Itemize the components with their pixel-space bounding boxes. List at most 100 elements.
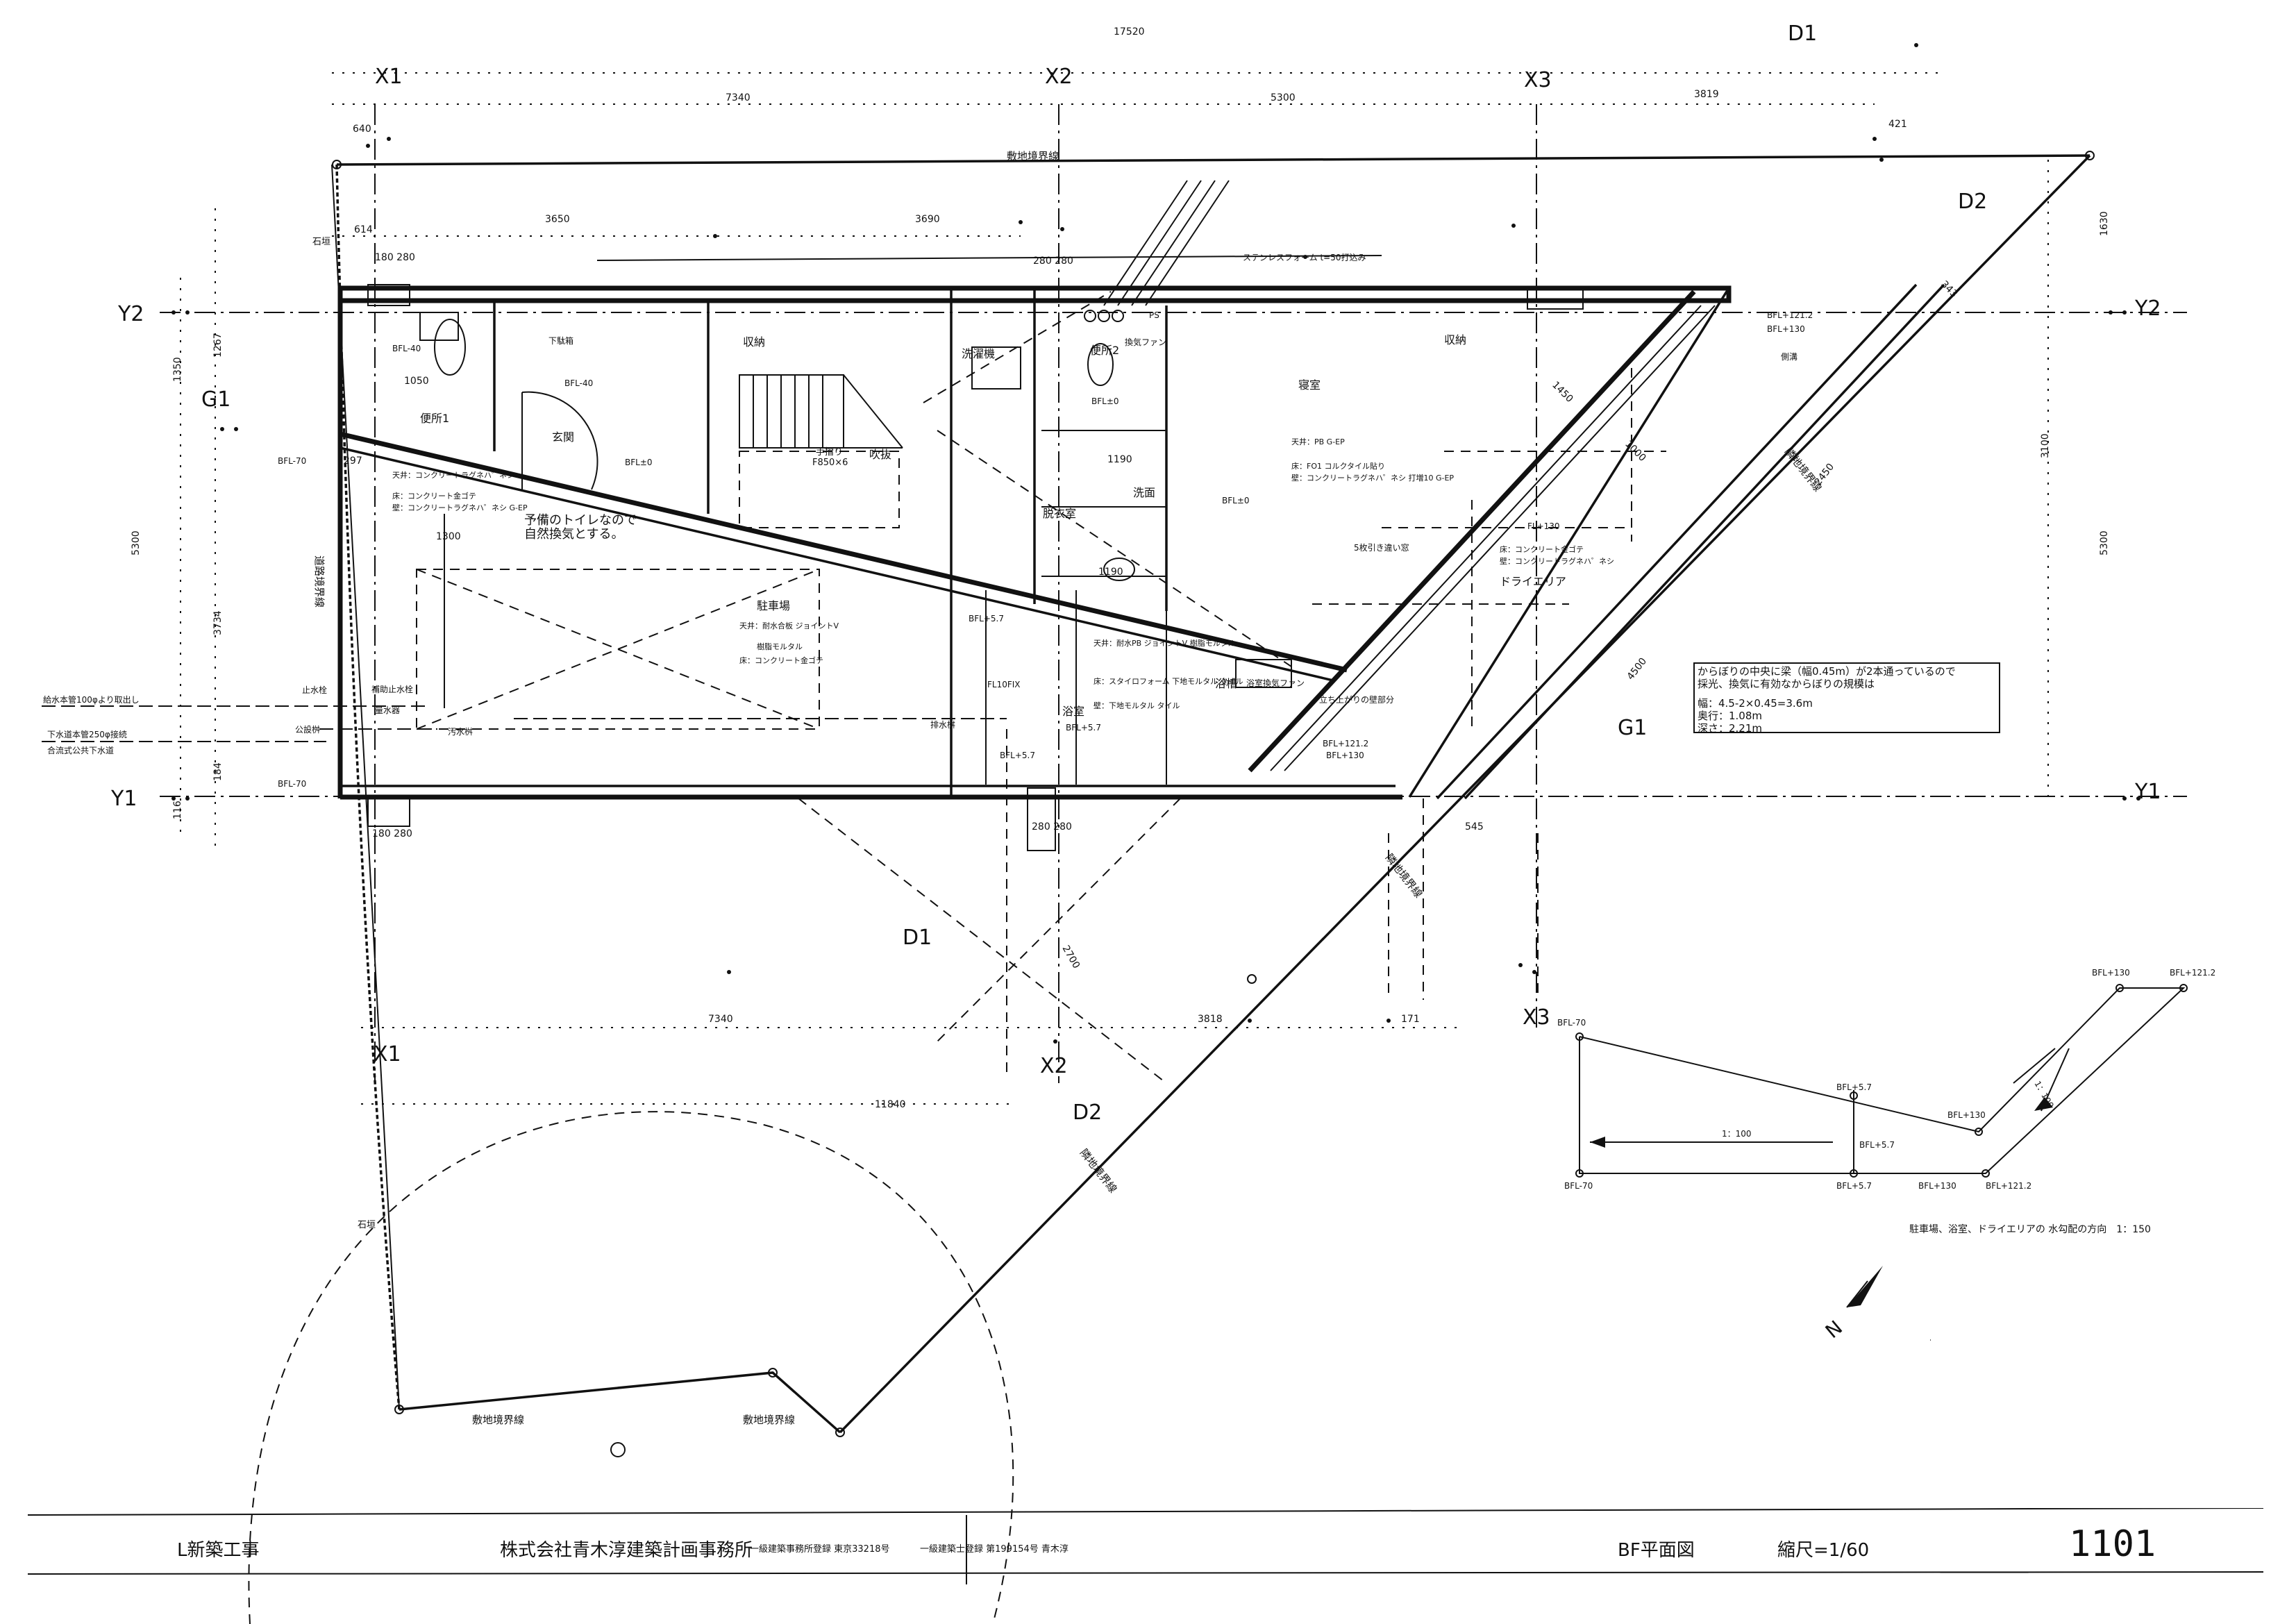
label-bfl-m70b: BFL-70 bbox=[278, 779, 306, 789]
note-bed-3: 壁：コンクリートラグネハ゜ネシ 打増10 G-EP bbox=[1291, 473, 1454, 483]
dim-1450: 1450 bbox=[1550, 380, 1575, 405]
room-ps: PS bbox=[1149, 310, 1159, 320]
dim-1630: 1630 bbox=[2099, 211, 2110, 236]
room-basin: 洗面 bbox=[1133, 486, 1155, 499]
dim-180-280-bottom: 180 280 bbox=[372, 828, 412, 839]
slope-bfl-130-r: BFL+130 bbox=[1947, 1110, 1986, 1120]
room-dressing: 脱衣室 bbox=[1043, 507, 1076, 520]
dim-5300-right: 5300 bbox=[2099, 530, 2110, 555]
label-stop-valve: 止水栓 bbox=[302, 685, 327, 695]
label-bfl-57a: BFL+5.7 bbox=[969, 614, 1004, 623]
note-park-3: 床：コンクリート金ゴテ bbox=[739, 655, 823, 665]
room-bedroom: 寝室 bbox=[1298, 378, 1321, 392]
room-drywell: ドライエリア bbox=[1500, 575, 1566, 588]
label-stone-wall-2: 石垣 bbox=[358, 1220, 376, 1230]
label-bfl-0c: BFL±0 bbox=[1222, 496, 1250, 505]
dim-184: 184 bbox=[212, 762, 224, 781]
grid-x1-top: X1 bbox=[375, 65, 403, 89]
box-line-3: 幅：4.5-2×0.45=3.6m bbox=[1698, 697, 1813, 710]
dim-545: 545 bbox=[1465, 821, 1484, 832]
label-bfl-0b: BFL±0 bbox=[1091, 396, 1119, 406]
label-spare-toilet-2: 自然換気とする。 bbox=[524, 527, 623, 542]
label-water-supply: 給水本管100φより取出し bbox=[43, 694, 140, 705]
dim-7340-bottom: 7340 bbox=[708, 1014, 733, 1025]
dim-116: 116 bbox=[172, 801, 183, 819]
dimension-dots bbox=[171, 43, 2140, 1044]
dim-280-280-top: 280 280 bbox=[1033, 256, 1073, 267]
grid-x3-bottom: X3 bbox=[1523, 1005, 1550, 1030]
grid-g1-left: G1 bbox=[201, 387, 231, 412]
dim-4500: 4500 bbox=[1625, 656, 1650, 683]
building-walls bbox=[337, 283, 1945, 851]
dim-1050: 1050 bbox=[404, 376, 429, 387]
grid-x2-top: X2 bbox=[1045, 65, 1073, 89]
dim-297: 297 bbox=[344, 455, 362, 467]
label-bfl-1212a: BFL+121.2 bbox=[1767, 310, 1813, 320]
grid-labels: X1 X2 X3 D1 D2 Y2 Y2 G1 G1 Y1 Y1 D1 X1 X… bbox=[110, 22, 2161, 1125]
dim-614: 614 bbox=[354, 224, 373, 235]
registration-office: 一級建築事務所登録 東京33218号 bbox=[750, 1544, 890, 1555]
room-toilet-1: 便所1 bbox=[420, 412, 449, 425]
stair bbox=[739, 374, 903, 449]
slope-bfl-1212-top: BFL+121.2 bbox=[2170, 968, 2215, 978]
dimension-lines bbox=[180, 72, 2049, 1105]
box-line-5: 深さ：2.21m bbox=[1698, 722, 1762, 735]
room-bath: 浴室 bbox=[1062, 705, 1084, 718]
slope-bfl-1212-bot: BFL+121.2 bbox=[1986, 1181, 2031, 1191]
room-labels: 収納 収納 洗濯機 便所1 便所2 玄関 下駄箱 吹抜 寝室 駐車場 脱衣室 浴… bbox=[420, 310, 1798, 718]
label-handrail: 手摺り bbox=[816, 447, 843, 458]
dim-421: 421 bbox=[1888, 119, 1907, 130]
note-ceil-1: 天井：コンクリートラグネハ゜ネシ bbox=[392, 470, 514, 480]
label-fan-2: 浴室換気ファン bbox=[1246, 678, 1305, 688]
dim-3650: 3650 bbox=[545, 214, 570, 225]
site-boundary bbox=[331, 151, 2095, 1457]
registration-architect: 一級建築士登録 第199154号 青木淳 bbox=[920, 1544, 1069, 1555]
drawing-number: 1101 bbox=[2069, 1523, 2156, 1565]
slope-bfl-57-bot: BFL+5.7 bbox=[1836, 1181, 1872, 1191]
label-flfix: FL10FIX bbox=[987, 680, 1021, 689]
note-bed-1: 天井：PB G-EP bbox=[1291, 437, 1345, 446]
title-block-lines bbox=[28, 1508, 2263, 1584]
fixtures bbox=[419, 310, 1292, 688]
slope-bfl-m70-bot: BFL-70 bbox=[1564, 1181, 1593, 1191]
project-name: L新築工事 bbox=[177, 1540, 260, 1561]
label-site-boundary-b1: 敷地境界線 bbox=[472, 1414, 524, 1426]
room-parking: 駐車場 bbox=[757, 599, 790, 612]
label-bfl-0a: BFL±0 bbox=[625, 458, 653, 467]
dim-11840: 11840 bbox=[875, 1099, 906, 1110]
room-toilet-2: 便所2 bbox=[1090, 344, 1119, 357]
room-storage-2: 収納 bbox=[1444, 333, 1466, 346]
grid-x1-bottom: X1 bbox=[374, 1042, 401, 1066]
box-line-4: 奥行：1.08m bbox=[1698, 710, 1762, 722]
label-bfl-130a: BFL+130 bbox=[1767, 324, 1805, 334]
dimension-text: 17520 7340 5300 3819 421 640 3650 3690 6… bbox=[131, 26, 2110, 1110]
dim-280-280-bottom: 280 280 bbox=[1032, 821, 1072, 832]
room-wash: 洗濯機 bbox=[962, 347, 995, 360]
label-aux-valve: 補助止水栓 bbox=[371, 684, 413, 694]
label-drain-pit: 排水桝 bbox=[930, 719, 955, 730]
drywell-note-box: からぼりの中央に梁（幅0.45m）が2本通っているので 採光、換気に有効なからぼ… bbox=[1693, 662, 2000, 735]
grid-y2-left: Y2 bbox=[117, 302, 144, 326]
office-name: 株式会社青木淳建築計画事務所 bbox=[500, 1540, 753, 1561]
dim-3819: 3819 bbox=[1694, 89, 1719, 100]
label-bfl-130b: BFL+130 bbox=[1326, 751, 1364, 760]
north-label: N bbox=[1821, 1316, 1847, 1343]
label-bfl-m40a: BFL-40 bbox=[392, 344, 421, 353]
label-adj-boundary-1: 隣地境界線 bbox=[1782, 445, 1824, 494]
slope-bfl-57-top: BFL+5.7 bbox=[1836, 1082, 1872, 1092]
dim-343: 343 bbox=[1938, 279, 1959, 300]
dim-1350: 1350 bbox=[172, 357, 183, 382]
dim-2700: 2700 bbox=[1060, 944, 1082, 971]
dim-3734: 3734 bbox=[212, 610, 224, 635]
annotation-labels: 敷地境界線 敷地境界線 敷地境界線 道路境界線 隣地境界線 隣地境界線 隣地境界… bbox=[43, 150, 1824, 1426]
grid-d2-top: D2 bbox=[1958, 190, 1987, 214]
label-sewer-1: 下水道本管250φ接続 bbox=[47, 729, 127, 739]
label-stainless: ステンレスフォーム t=50打込み bbox=[1243, 253, 1366, 262]
slope-bfl-130-bot: BFL+130 bbox=[1918, 1181, 1956, 1191]
note-dry-2: 壁：コンクリートラグネハ゜ネシ bbox=[1500, 556, 1614, 566]
label-fan-1: 換気ファン bbox=[1125, 337, 1166, 347]
note-park-1: 天井：耐水合板 ジョイントV bbox=[739, 621, 839, 630]
north-arrow: N bbox=[1821, 1266, 1883, 1343]
utility-lines bbox=[42, 180, 1382, 742]
